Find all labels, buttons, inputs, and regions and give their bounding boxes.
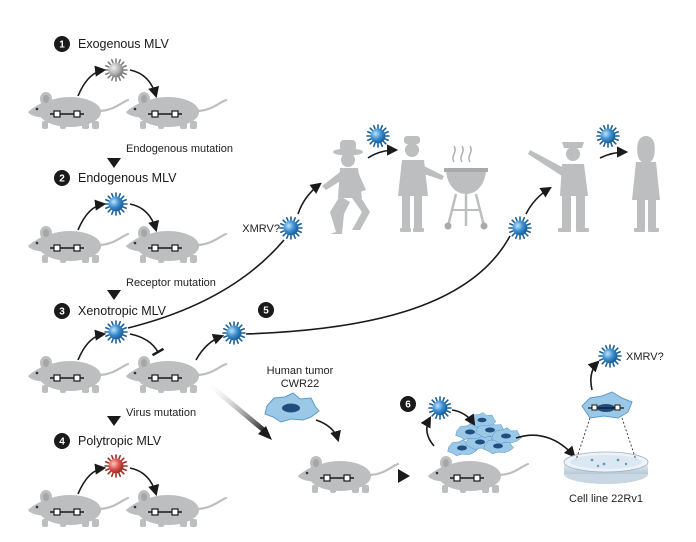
arrow-4-in — [129, 467, 160, 497]
human-woman-figure — [632, 136, 660, 232]
arrow-3-out — [77, 329, 107, 361]
mouse-4a — [26, 488, 130, 529]
step-5-number: 5 — [263, 306, 269, 317]
human-police-figure — [528, 142, 589, 232]
arrow-to-cowboy — [297, 182, 322, 215]
virus-blue-icon — [428, 396, 452, 420]
curve-to-xmrv-right — [245, 235, 511, 335]
grill-icon — [444, 145, 488, 230]
xmrv-left-label: XMRV? — [242, 223, 280, 235]
cwr22-label: CWR22 — [281, 378, 320, 390]
step-2-header: 2 Endogenous MLV — [54, 170, 177, 186]
xenograft-arrowhead — [258, 426, 272, 440]
xmrv-right-label: XMRV? — [626, 351, 664, 363]
zoom-line-right — [621, 417, 637, 461]
mouse-3a — [26, 354, 130, 395]
step-5-badge — [258, 302, 274, 318]
step-6-badge — [400, 396, 416, 412]
arrow-3-blocked — [129, 333, 165, 357]
virus-red-icon — [104, 454, 128, 478]
tumor-cell-icon — [264, 392, 320, 423]
step-1-header: 1 Exogenous MLV — [54, 36, 169, 52]
virus-blue-icon — [366, 124, 390, 148]
human-cowboy-figure — [322, 140, 370, 234]
step-3-badge — [54, 303, 70, 319]
arrow-to-woman — [599, 146, 629, 159]
arrow-to-dish — [515, 434, 576, 458]
mouse-1b — [124, 90, 228, 131]
virus-blue-icon — [598, 344, 622, 368]
serial-passage-arrowhead — [398, 469, 410, 483]
arrow-4-out — [77, 463, 107, 495]
step-1-number: 1 — [59, 40, 65, 51]
endogenous-mutation-label: Endogenous mutation — [126, 143, 233, 155]
virus-blue-icon — [104, 192, 128, 216]
step-4-number: 4 — [59, 437, 65, 448]
virus-gray-icon — [104, 58, 128, 82]
step-3-header: 3 Xenotropic MLV — [54, 303, 167, 319]
virus-blue-icon — [222, 321, 246, 345]
arrow-2-out — [77, 199, 107, 231]
mouse-2a — [26, 224, 130, 265]
step-4-header: 4 Polytropic MLV — [54, 433, 162, 449]
zoom-line-left — [575, 417, 591, 461]
virus-blue-icon — [508, 216, 532, 240]
xenograft-arrow — [204, 380, 268, 434]
virus-mutation-label: Virus mutation — [126, 407, 196, 419]
virus-blue-icon — [596, 124, 620, 148]
arrow-3b-out — [195, 333, 225, 361]
receptor-mutation-label: Receptor mutation — [126, 277, 216, 289]
human-tumor-label: Human tumor — [267, 365, 334, 377]
virus-blue-icon — [279, 216, 303, 240]
step-4-badge — [54, 433, 70, 449]
petri-dish-icon — [563, 451, 649, 484]
arrow-to-police — [525, 186, 552, 215]
transition-arrowhead-2 — [107, 290, 121, 300]
step-3-number: 3 — [59, 307, 65, 318]
human-chef-figure — [398, 136, 444, 232]
transition-arrowhead-1 — [107, 158, 121, 168]
arrow-to-chef — [367, 144, 399, 159]
tumor-bearing-mouse — [426, 454, 530, 495]
step-4-label: Polytropic MLV — [78, 434, 162, 448]
step-2-badge — [54, 170, 70, 186]
curve-to-xmrv-left — [127, 239, 285, 329]
step-2-number: 2 — [59, 174, 65, 185]
arrow-cell-release — [587, 360, 600, 391]
step-5-header: 5 — [258, 302, 274, 318]
infected-cell-icon — [581, 391, 633, 419]
tumor-mass-icon — [447, 412, 522, 456]
arrow-tumor-release — [420, 416, 435, 447]
step-1-label: Exogenous MLV — [78, 37, 169, 51]
arrow-1-in — [129, 69, 160, 99]
cell-line-label: Cell line 22Rv1 — [569, 493, 643, 505]
step-1-badge — [54, 36, 70, 52]
transition-arrowhead-3 — [107, 416, 121, 426]
step-6-number: 6 — [405, 400, 411, 411]
arrow-tumor-to-mouse — [315, 419, 341, 443]
mouse-1a — [26, 90, 130, 131]
mouse-4b — [124, 488, 228, 529]
arrow-1-out — [77, 65, 107, 97]
arrow-2-in — [129, 203, 160, 233]
mouse-2b — [124, 224, 228, 265]
step-3-label: Xenotropic MLV — [78, 304, 167, 318]
step-6-header: 6 — [400, 396, 416, 412]
virus-blue-icon — [104, 320, 128, 344]
step-2-label: Endogenous MLV — [78, 171, 177, 185]
arrow-tumor-infect — [451, 409, 476, 426]
